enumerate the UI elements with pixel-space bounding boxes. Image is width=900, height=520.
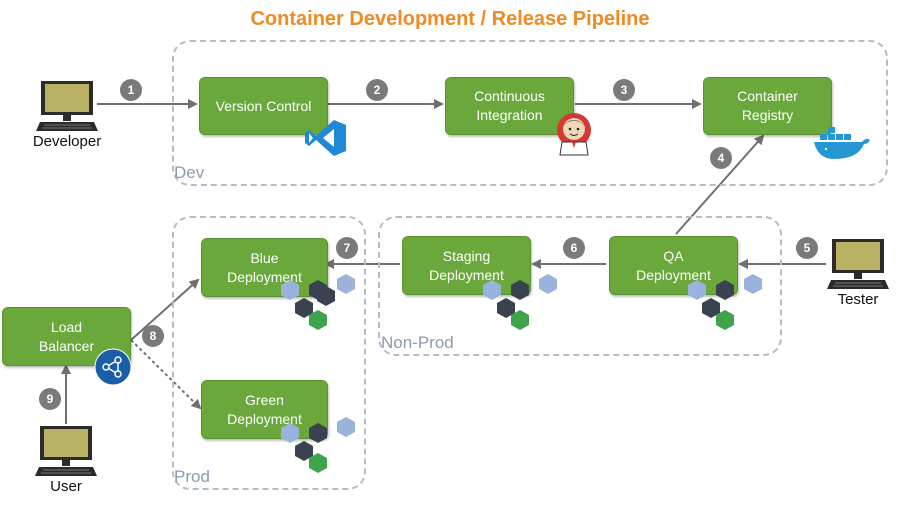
- step-badge-3: 3: [613, 79, 635, 101]
- step-badge-7: 7: [336, 237, 358, 259]
- node-green-deployment[interactable]: Green Deployment: [201, 380, 328, 439]
- visual-studio-code-icon: [305, 120, 346, 156]
- computer-monitor-icon: [35, 426, 97, 476]
- diagram-title: Container Development / Release Pipeline: [250, 8, 650, 30]
- jenkins-icon: [557, 113, 591, 156]
- zone-non-prod-label: Non-Prod: [381, 333, 454, 352]
- node-staging-deployment[interactable]: Staging Deployment: [402, 236, 531, 295]
- node-container-registry[interactable]: Container Registry: [703, 77, 832, 135]
- arrow-lb-to-blue: [130, 278, 200, 341]
- zone-prod-label: Prod: [174, 467, 210, 486]
- step-badge-2: 2: [366, 79, 388, 101]
- node-version-control[interactable]: Version Control: [199, 77, 328, 135]
- container-hex-cluster-staging: [483, 274, 557, 330]
- zone-dev: [172, 40, 888, 186]
- step-badge-4: 4: [710, 147, 732, 169]
- arrow-lb-to-green: [130, 339, 202, 410]
- actor-developer-label: Developer: [32, 133, 102, 150]
- step-badge-8: 8: [142, 325, 164, 347]
- actor-tester-label: Tester: [837, 291, 879, 308]
- actor-user: User: [26, 425, 106, 495]
- step-badge-5: 5: [796, 237, 818, 259]
- actor-tester: Tester: [818, 238, 898, 308]
- node-blue-deployment[interactable]: Blue Deployment: [201, 238, 328, 297]
- zone-non-prod: [378, 216, 782, 356]
- step-badge-1: 1: [120, 79, 142, 101]
- step-badge-9: 9: [39, 388, 61, 410]
- computer-monitor-icon: [827, 239, 889, 289]
- load-balancer-network-icon: [94, 348, 132, 386]
- actor-developer: Developer: [27, 80, 107, 150]
- computer-monitor-icon: [36, 81, 98, 131]
- step-badge-6: 6: [563, 237, 585, 259]
- actor-user-label: User: [50, 478, 82, 495]
- zone-dev-label: Dev: [174, 163, 205, 182]
- container-hex-cluster-qa: [688, 274, 762, 330]
- node-continuous-integration[interactable]: Continuous Integration: [445, 77, 574, 135]
- container-hex-cluster-green: [281, 417, 355, 473]
- container-hex-cluster-blue: [281, 274, 355, 330]
- docker-whale-icon: [814, 127, 870, 159]
- zone-prod: [172, 216, 366, 490]
